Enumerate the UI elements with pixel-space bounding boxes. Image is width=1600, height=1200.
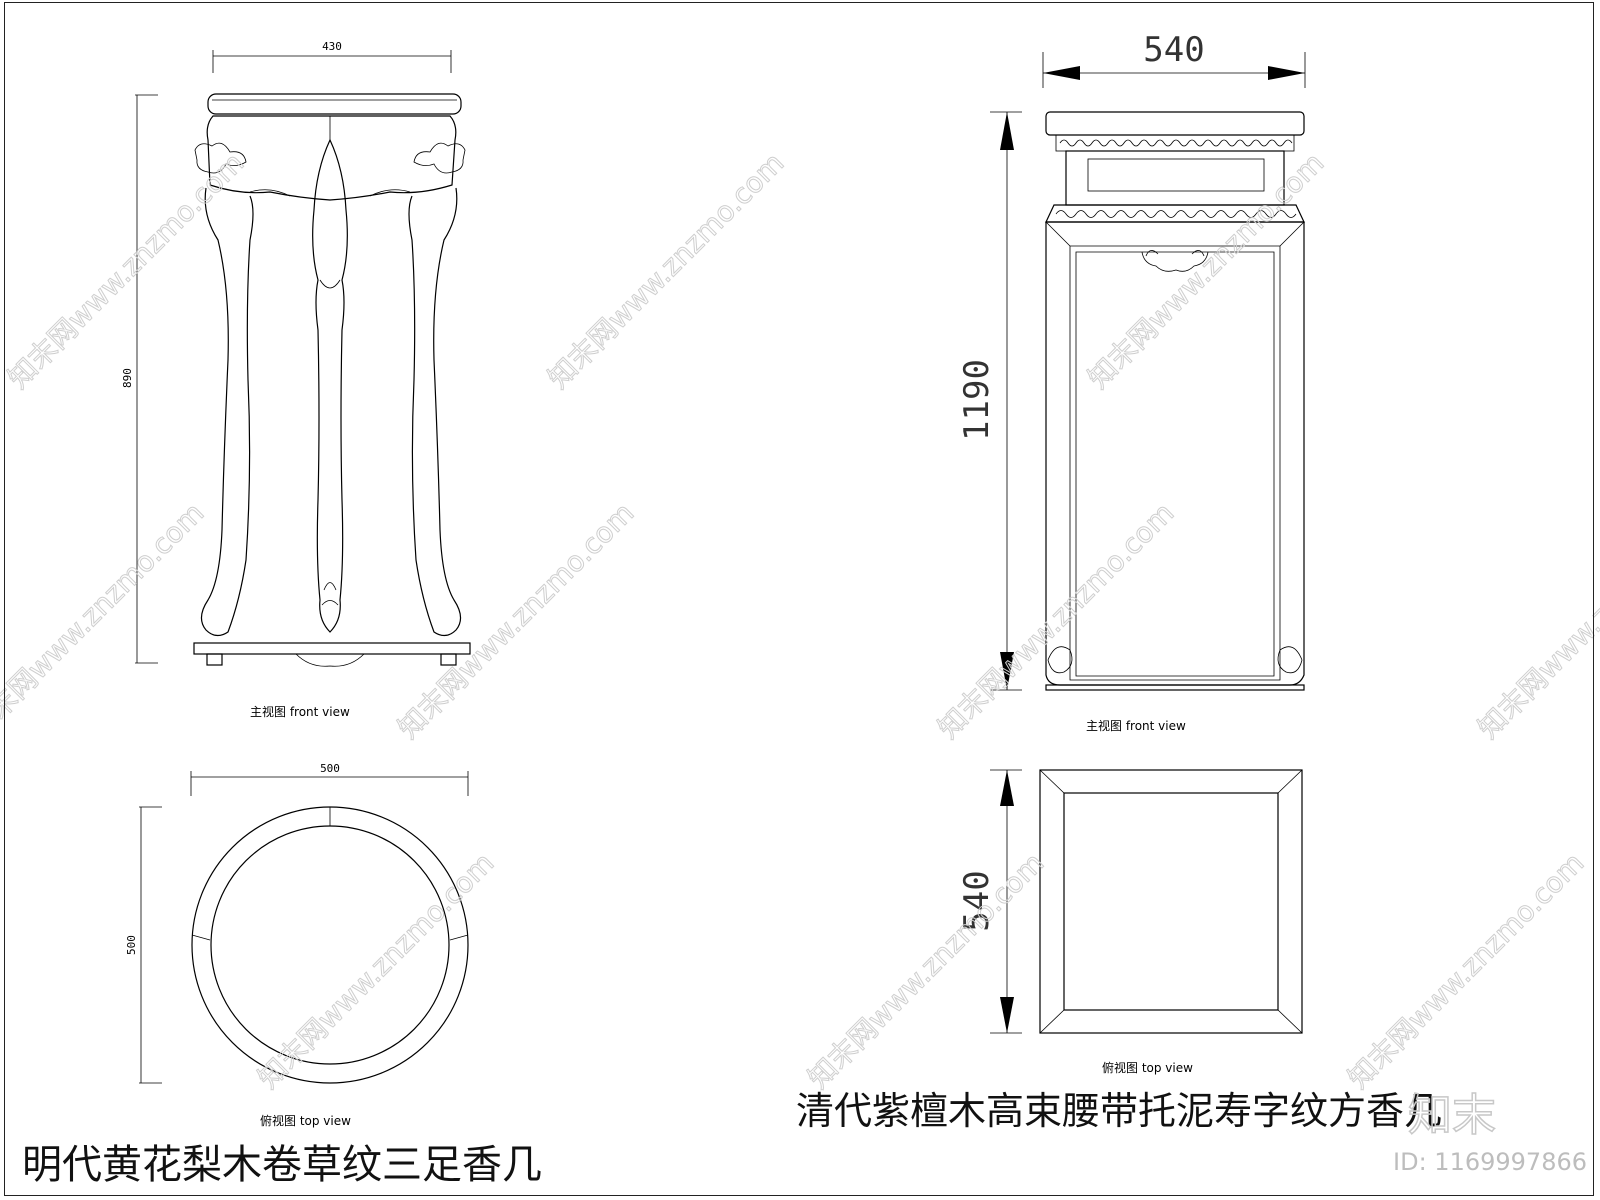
right-front-view: 540 1190 [957,30,1306,733]
bottom-right-scroll [1277,646,1303,674]
left-scroll-carving [194,142,247,174]
left-top-caption: 俯视图 top view [260,1113,351,1128]
right-top-height-label: 540 [957,870,997,931]
right-leg [408,187,462,637]
bottom-left-scroll [1047,646,1073,674]
left-top-view: 500 500 俯视图 top view [125,762,469,1128]
watermark-text: 知末网www.znzmo.com [932,496,1181,745]
arrow-up [1000,112,1014,150]
watermark-text: 知末网www.znzmo.com [392,496,641,745]
left-top-height-label: 500 [125,935,138,955]
ruyi-motif [1141,251,1209,272]
watermark-text: 知末网www.znzmo.com [0,496,210,745]
body-inner-panel [1069,245,1281,681]
base-platform [193,642,471,655]
left-front-height-label: 890 [121,368,134,388]
watermark-id: ID: 1169997866 [1393,1148,1587,1176]
right-front-height-label: 1190 [957,359,997,441]
right-top-view: 540 俯视图 top view [957,769,1303,1075]
waist-inset [1087,158,1265,192]
base-foot-left [206,653,223,666]
left-piece-title: 明代黄花梨木卷草纹三足香几 [22,1142,542,1188]
arrow-right [1268,66,1305,80]
watermark-text: 知末网www.znzmo.com [1342,846,1591,1095]
right-scroll-carving [413,142,466,174]
left-top-width-dimension: 500 [190,762,469,796]
square-top-inner [1063,792,1279,1011]
watermark-text: 知末网www.znzmo.com [1472,496,1600,745]
right-front-width-label: 540 [1143,30,1204,70]
watermark-text: 知末网www.znzmo.com [1082,146,1331,395]
left-front-caption: 主视图 front view [250,704,350,719]
watermark-text: 知末网www.znzmo.com [802,846,1051,1095]
watermark-logo: 知末 [1408,1090,1496,1141]
left-top-width-label: 500 [320,762,340,775]
watermark-text: 知末网www.znzmo.com [542,146,791,395]
square-base [1045,684,1305,691]
watermark-text: 知末网www.znzmo.com [2,146,251,395]
arrow-up-2 [1000,770,1014,806]
arrow-down [1000,652,1014,690]
apron [206,115,457,201]
right-front-width-dimension: 540 [1042,30,1306,88]
center-leg [312,138,348,633]
square-top-outer [1039,769,1303,1034]
base-foot-right [440,653,457,666]
left-front-height-dimension: 890 [121,94,158,664]
top-outer-circle [191,806,469,1084]
top-board [207,93,462,115]
left-top-height-dimension: 500 [125,806,162,1084]
right-front-height-dimension: 1190 [957,111,1022,691]
watermark-text: 知末网www.znzmo.com [252,846,501,1095]
left-leg [200,187,254,637]
right-top-caption: 俯视图 top view [1102,1060,1193,1075]
left-front-width-label: 430 [322,40,342,53]
right-front-caption: 主视图 front view [1086,718,1186,733]
left-front-width-dimension: 430 [212,40,452,73]
left-front-view: 430 890 [121,40,471,719]
watermarks: 知末网www.znzmo.com 知末网www.znzmo.com 知末网www… [0,146,1600,1176]
arrow-left [1043,66,1080,80]
right-piece-title: 清代紫檀木高束腰带托泥寿字纹方香几 [796,1089,1442,1133]
square-top-board [1045,111,1305,136]
right-top-height-dimension: 540 [957,769,1022,1034]
arrow-down-2 [1000,997,1014,1033]
